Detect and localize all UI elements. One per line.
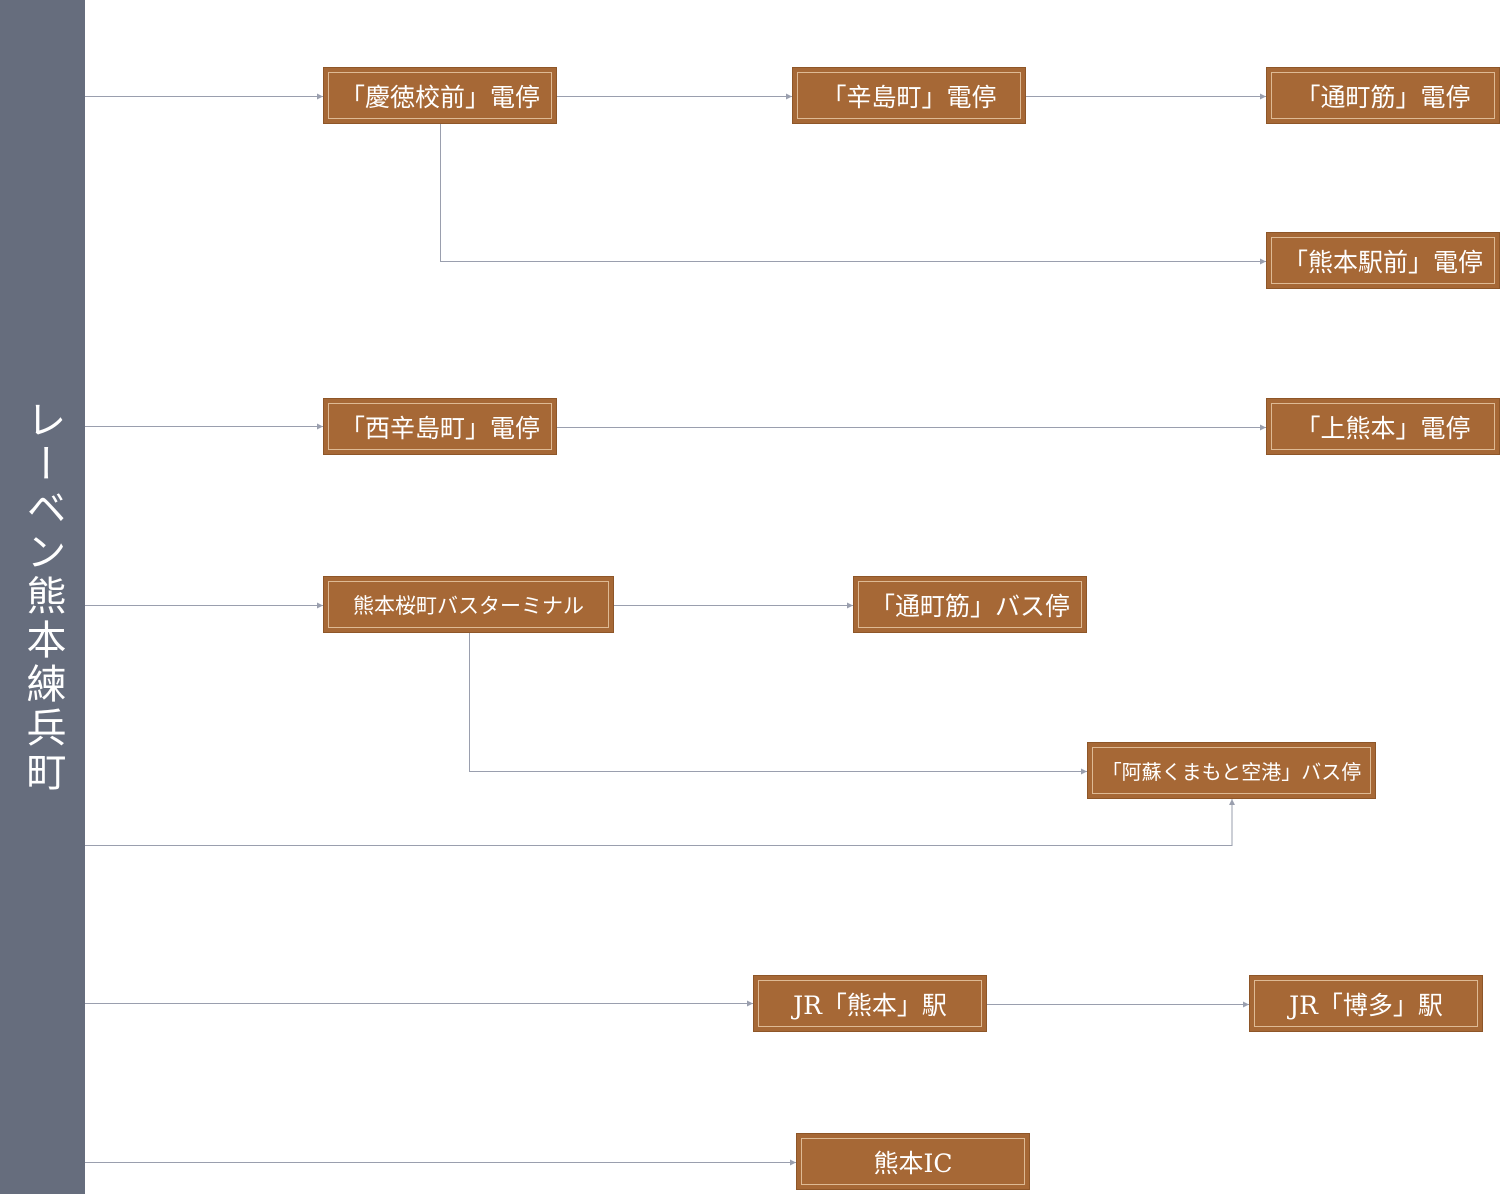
node-torichosuji-bus: 「通町筋」バス停 (853, 576, 1087, 633)
node-kami-kumamoto: 「上熊本」電停 (1266, 398, 1500, 455)
node-jr-kumamoto: JR「熊本」駅 (753, 975, 987, 1032)
node-label: 「阿蘇くまもと空港」バス停 (1101, 760, 1362, 784)
node-label: JR「熊本」駅 (793, 990, 947, 1020)
connector-origin-to-aso_airport-arrow (1229, 799, 1235, 805)
node-label: JR「博多」駅 (1289, 990, 1443, 1020)
node-kumamoto-ekimae: 「熊本駅前」電停 (1266, 232, 1500, 289)
node-torichosuji-tram: 「通町筋」電停 (1266, 67, 1500, 124)
node-label: 熊本桜町バスターミナル (353, 593, 584, 618)
node-nishi-karashima: 「西辛島町」電停 (323, 398, 557, 455)
node-kumamoto-ic: 熊本IC (796, 1133, 1030, 1190)
node-label: 「慶徳校前」電停 (339, 82, 540, 112)
node-label: 「西辛島町」電停 (339, 413, 540, 443)
node-label: 「熊本駅前」電停 (1282, 247, 1483, 277)
node-label: 「辛島町」電停 (821, 82, 997, 112)
origin-title: レーベン熊本練兵町 (19, 399, 66, 795)
connector-keitoku-to-kumamoto_ekimae (440, 124, 1266, 262)
node-label: 「通町筋」バス停 (869, 591, 1070, 621)
node-label: 熊本IC (873, 1148, 953, 1178)
origin-sidebar: レーベン熊本練兵町 (0, 0, 85, 1194)
connector-sakuramachi_bt-to-aso_airport (469, 633, 1087, 772)
connector-origin-to-aso_airport (85, 799, 1233, 846)
node-aso-airport: 「阿蘇くまもと空港」バス停 (1087, 742, 1376, 799)
node-keitoku: 「慶徳校前」電停 (323, 67, 557, 124)
node-label: 「通町筋」電停 (1295, 82, 1471, 112)
node-karashima: 「辛島町」電停 (792, 67, 1026, 124)
node-label: 「上熊本」電停 (1295, 413, 1471, 443)
node-jr-hakata: JR「博多」駅 (1249, 975, 1483, 1032)
node-sakuramachi-bus-terminal: 熊本桜町バスターミナル (323, 576, 614, 633)
